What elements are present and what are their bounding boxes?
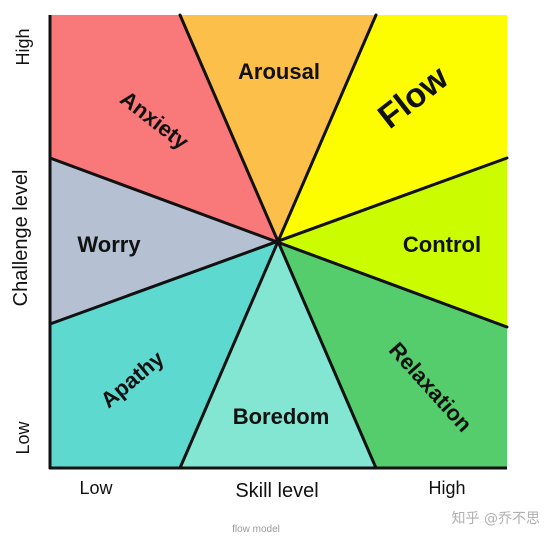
- control-region: [278, 158, 507, 327]
- apathy-region: [50, 241, 278, 468]
- y-axis-title: Challenge level: [10, 170, 32, 307]
- boredom-label: Boredom: [233, 404, 330, 429]
- control-label: Control: [403, 232, 481, 257]
- relaxation-region: [278, 241, 507, 468]
- anxiety-region: [50, 15, 278, 241]
- worry-label: Worry: [77, 232, 141, 257]
- worry-region: [50, 158, 278, 324]
- arousal-region: [180, 15, 376, 241]
- flow-region: [278, 15, 507, 241]
- x-axis-low-label: Low: [79, 478, 113, 498]
- figure-caption: flow model: [232, 524, 280, 535]
- watermark: 知乎 @乔不思: [451, 511, 540, 527]
- boredom-region: [180, 241, 376, 468]
- divider-lines: [48, 13, 509, 470]
- arousal-label: Arousal: [238, 59, 320, 84]
- x-axis-high-label: High: [428, 478, 465, 498]
- y-axis-low-label: Low: [13, 420, 33, 454]
- y-axis-high-label: High: [13, 28, 33, 65]
- x-axis-title: Skill level: [235, 480, 318, 502]
